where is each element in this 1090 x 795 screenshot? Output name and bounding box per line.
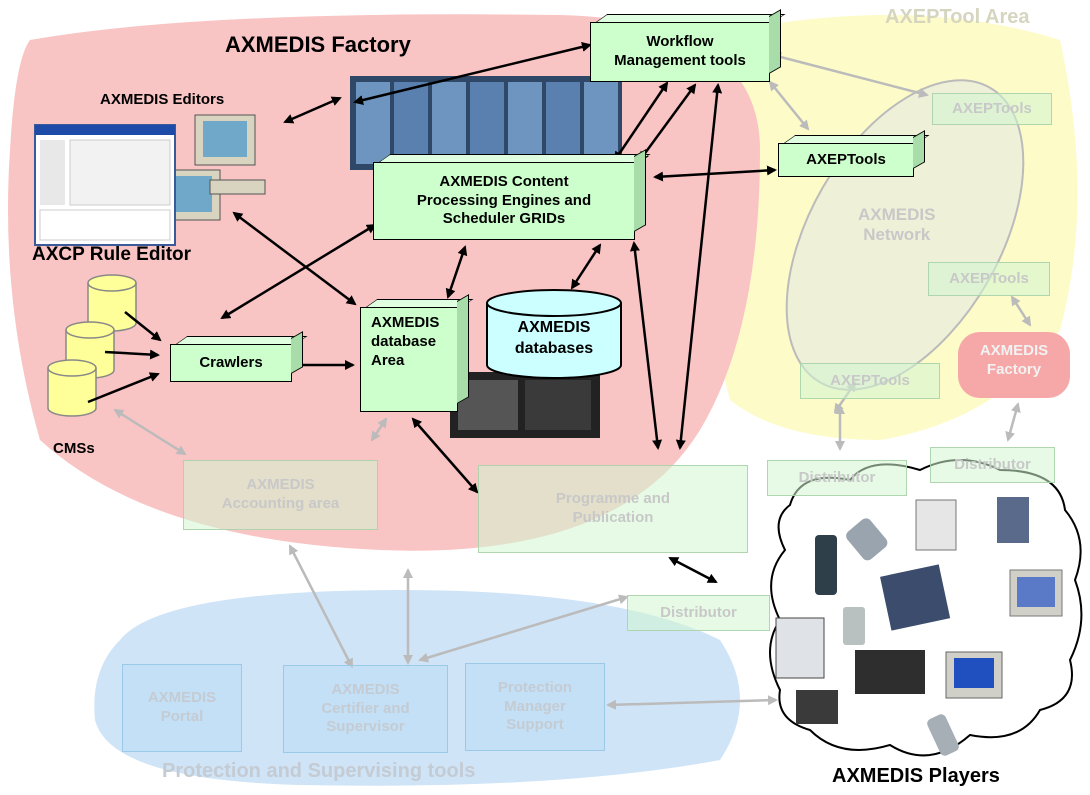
axeptools-box-3[interactable]: AXEPTools (800, 363, 940, 399)
editors-label: AXMEDIS Editors (100, 91, 225, 108)
portal-line2: Portal (160, 708, 204, 725)
accounting-line1: AXMEDIS (246, 476, 315, 494)
network-label-line1: AXMEDIS (858, 205, 936, 224)
workflow-line2: Management tools (614, 52, 746, 69)
certifier-line2: Certifier and (321, 699, 410, 717)
db-area-line2: database (371, 332, 437, 350)
remote-factory-line2: Factory (986, 360, 1042, 378)
content-line1: AXMEDIS Content (439, 172, 569, 190)
certifier-line1: AXMEDIS (331, 680, 400, 698)
axeptools-box-1[interactable]: AXEPTools (932, 93, 1052, 125)
accounting-line2: Accounting area (221, 495, 340, 512)
db-area-line1: AXMEDIS (371, 314, 440, 331)
distributor-box-1[interactable]: Distributor (767, 460, 907, 496)
remote-factory-label[interactable]: AXMEDIS Factory (958, 342, 1070, 380)
protection-mgr-line3: Support (506, 716, 564, 734)
editor-workstations-image (34, 114, 266, 246)
programme-line2: Publication (572, 509, 654, 526)
workflow-line1: Workflow (646, 33, 714, 51)
databases-line1: AXMEDIS (517, 319, 591, 336)
axmedis-databases-label[interactable]: AXMEDIS databases (500, 318, 608, 360)
protection-area-title: Protection and Supervising tools (162, 760, 476, 782)
network-label: AXMEDIS Network (858, 205, 935, 246)
databases-line2: databases (514, 339, 594, 357)
axcp-rule-editor-label: AXCP Rule Editor (32, 244, 192, 265)
feed-arrows (87, 311, 355, 404)
distributor-box-3[interactable]: Distributor (627, 595, 770, 631)
factory-arrows (220, 42, 777, 584)
database-server-image (450, 372, 600, 438)
portal-line1: AXMEDIS (147, 689, 217, 707)
remote-factory-line1: AXMEDIS (979, 342, 1049, 359)
axeptools-main-box[interactable]: AXEPTools (778, 143, 914, 177)
cmss-label: CMSs (53, 440, 95, 457)
certifier-line3: Supervisor (326, 718, 405, 736)
axeptools-box-2[interactable]: AXEPTools (928, 262, 1050, 296)
cms-databases-image (47, 274, 137, 417)
protection-mgr-line2: Manager (504, 697, 566, 715)
programme-line1: Programme and (555, 490, 671, 508)
db-area-line3: Area (371, 351, 405, 369)
network-label-line2: Network (863, 225, 931, 245)
crawlers-box[interactable]: Crawlers (170, 344, 292, 382)
protection-mgr-line1: Protection (497, 678, 573, 696)
content-line2: Processing Engines and (416, 191, 592, 209)
factory-area-title: AXMEDIS Factory (225, 32, 411, 57)
distributor-box-2[interactable]: Distributor (930, 447, 1055, 483)
players-title: AXMEDIS Players (832, 765, 1000, 787)
remote-factory-region (958, 332, 1070, 398)
axmedis-databases-cylinder (486, 289, 622, 379)
player-devices (775, 497, 1063, 756)
axeptool-area-title: AXEPTool Area (885, 6, 1030, 28)
content-line3: Scheduler GRIDs (442, 210, 566, 228)
